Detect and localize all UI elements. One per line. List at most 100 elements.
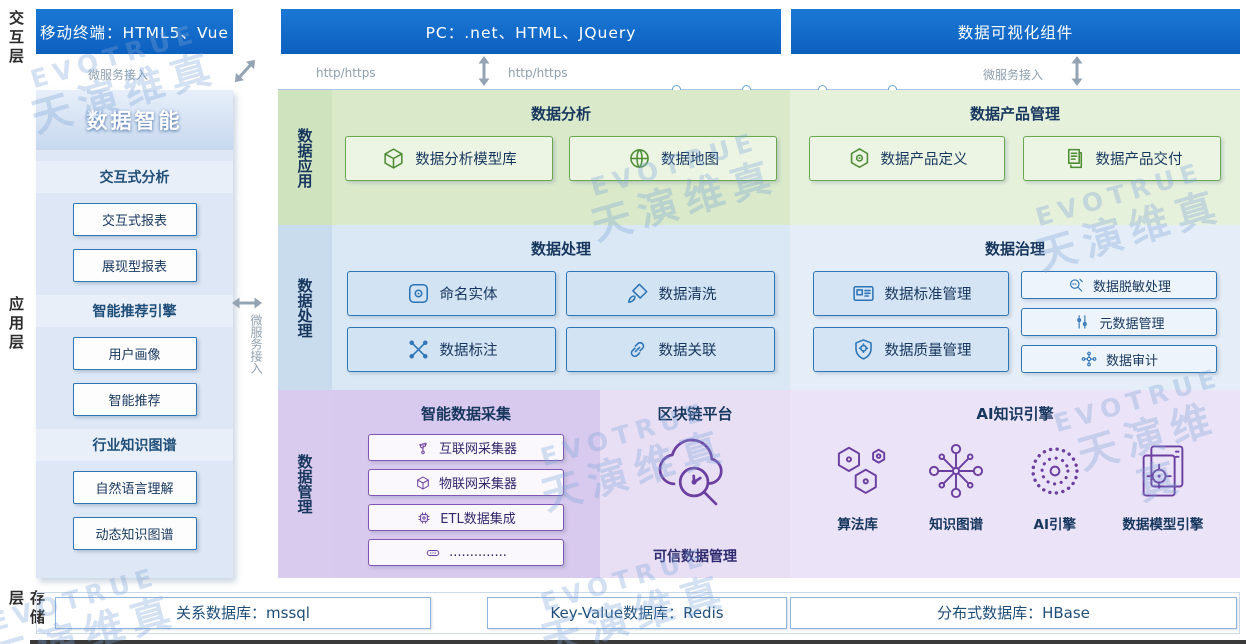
algorithm-library-item: 算法库 xyxy=(827,440,889,533)
etl-integration-box: ETL数据集成 xyxy=(368,504,564,531)
sidebar-item-smart-recommendation: 智能推荐 xyxy=(72,383,197,416)
data-masking-box: 数据脱敏处理 xyxy=(1021,271,1217,299)
globe-map-icon xyxy=(627,146,652,171)
layer-label-interaction: 交互层 xyxy=(7,10,25,67)
vertical-double-arrow-icon xyxy=(477,56,491,86)
main-top-border xyxy=(278,89,1240,90)
mobile-terminal-bar: 移动终端：HTML5、Vue xyxy=(36,9,233,54)
section-title: AI知识引擎 xyxy=(976,405,1054,423)
data-annotation-box: 数据标注 xyxy=(347,327,556,372)
microservice-access-label-side: 微服务接入 xyxy=(249,314,263,374)
box-label: 数据清洗 xyxy=(658,287,717,303)
data-processing-band: 数据处理 数据处理 命名实体 数据清洗 xyxy=(278,225,1240,390)
box-label: .............. xyxy=(449,545,507,560)
layer-label-application: 应用层 xyxy=(7,296,25,353)
section-title: 区块链平台 xyxy=(657,405,733,423)
document-stack-icon xyxy=(1062,146,1087,171)
section-title: 数据产品管理 xyxy=(969,105,1060,123)
data-cleaning-box: 数据清洗 xyxy=(566,271,775,316)
sidebar-item-interactive-report: 交互式报表 xyxy=(72,203,197,236)
link-icon xyxy=(625,337,650,362)
knowledge-graph-icon xyxy=(925,440,987,502)
storage-layer-row: 关系数据库：mssql Key-Value数据库：Redis 分布式数据库：HB… xyxy=(36,592,1240,634)
box-label: 数据脱敏处理 xyxy=(1092,279,1171,295)
box-label: 元数据管理 xyxy=(1099,316,1165,332)
data-application-band: 数据应用 数据分析 数据分析模型库 数据地图 数据产品管理 xyxy=(278,90,1240,225)
metadata-sliders-icon xyxy=(1073,313,1091,331)
blockchain-platform-section: 区块链平台 可信数据管理 xyxy=(600,390,790,578)
http-label-right: http/https xyxy=(508,66,568,80)
microservice-access-label-right: 微服务接入 xyxy=(983,68,1044,82)
box-label: 数据质量管理 xyxy=(884,343,972,359)
ai-item-label: 知识图谱 xyxy=(929,517,984,533)
sidebar-item-user-profile: 用户画像 xyxy=(72,337,197,370)
data-product-delivery-box: 数据产品交付 xyxy=(1023,136,1221,181)
algorithm-hexagons-icon xyxy=(827,440,889,502)
distributed-db-box: 分布式数据库：HBase xyxy=(790,597,1237,629)
sidebar-item-presentation-report: 展现型报表 xyxy=(72,249,197,282)
ai-item-label: 数据模型引擎 xyxy=(1122,517,1204,533)
trusted-cloud-search-icon xyxy=(648,430,742,514)
data-analysis-model-lib-box: 数据分析模型库 xyxy=(345,136,553,181)
layer-label-storage: 存储层 xyxy=(7,590,46,628)
data-model-engine-item: 数据模型引擎 xyxy=(1122,440,1203,533)
data-map-box: 数据地图 xyxy=(569,136,777,181)
audit-network-icon xyxy=(1080,350,1098,368)
diagonal-double-arrow-icon xyxy=(230,55,260,87)
data-governance-section: 数据治理 数据标准管理 数据质量管理 xyxy=(790,225,1240,390)
etl-chip-icon xyxy=(416,510,432,526)
box-label: 互联网采集器 xyxy=(438,442,517,457)
group-title: 交互式分析 xyxy=(36,161,233,193)
box-label: 数据产品交付 xyxy=(1095,152,1183,168)
band-side-label: 数据处理 xyxy=(278,225,332,390)
http-label-left: http/https xyxy=(316,66,376,80)
data-quality-management-box: 数据质量管理 xyxy=(813,327,1009,372)
group-title: 智能推荐引擎 xyxy=(36,295,233,327)
section-title: 数据治理 xyxy=(984,240,1045,258)
band-side-label: 数据管理 xyxy=(278,390,332,578)
data-product-management-section: 数据产品管理 数据产品定义 数据产品交付 xyxy=(790,90,1240,225)
section-title: 数据分析 xyxy=(530,105,591,123)
ai-item-label: AI引擎 xyxy=(1033,517,1077,533)
ai-item-label: 算法库 xyxy=(837,517,878,533)
data-model-engine-icon xyxy=(1132,440,1194,502)
data-standard-management-box: 数据标准管理 xyxy=(813,271,1009,316)
box-label: 物联网采集器 xyxy=(438,477,517,492)
named-entity-box: 命名实体 xyxy=(347,271,556,316)
bottom-edge-bar xyxy=(30,640,1246,644)
group-title: 行业知识图谱 xyxy=(36,429,233,461)
data-analysis-section: 数据分析 数据分析模型库 数据地图 xyxy=(332,90,790,225)
iot-collector-box: 物联网采集器 xyxy=(368,469,564,496)
more-collectors-box: .............. xyxy=(368,539,564,566)
trusted-data-management-label: 可信数据管理 xyxy=(653,549,737,565)
named-entity-icon xyxy=(406,281,431,306)
hexagon-gear-icon xyxy=(847,146,872,171)
box-label: 数据地图 xyxy=(661,152,719,168)
box-label: 命名实体 xyxy=(439,287,498,303)
section-title: 数据处理 xyxy=(530,240,591,258)
data-intelligence-panel: 数据智能 交互式分析 交互式报表 展现型报表 智能推荐引擎 用户画像 智能推荐 … xyxy=(36,90,233,578)
sidebar-group-recommendation-engine: 智能推荐引擎 用户画像 智能推荐 xyxy=(36,295,233,416)
data-management-band: 数据管理 智能数据采集 互联网采集器 物联网采集器 xyxy=(278,390,1240,578)
sidebar-group-industry-knowledge-graph: 行业知识图谱 自然语言理解 动态知识图谱 xyxy=(36,429,233,550)
internet-collector-box: 互联网采集器 xyxy=(368,434,564,461)
sidebar-item-nlu: 自然语言理解 xyxy=(72,471,197,504)
box-label: 数据标准管理 xyxy=(884,287,972,303)
standard-card-icon xyxy=(851,281,876,306)
horizontal-double-arrow-icon xyxy=(232,296,262,310)
key-value-db-box: Key-Value数据库：Redis xyxy=(487,597,787,629)
box-label: 数据审计 xyxy=(1105,353,1158,369)
metadata-management-box: 元数据管理 xyxy=(1021,308,1217,336)
data-processing-section: 数据处理 命名实体 数据清洗 xyxy=(332,225,790,390)
box-label: 数据关联 xyxy=(658,343,717,359)
clean-brush-icon xyxy=(625,281,650,306)
panel-title: 数据智能 xyxy=(36,90,233,150)
iot-collector-icon xyxy=(415,475,431,491)
box-label: ETL数据集成 xyxy=(440,512,516,527)
data-product-definition-box: 数据产品定义 xyxy=(809,136,1005,181)
ellipsis-icon xyxy=(425,545,441,561)
band-side-label: 数据应用 xyxy=(278,90,332,225)
sidebar-group-interactive-analysis: 交互式分析 交互式报表 展现型报表 xyxy=(36,161,233,282)
box-label: 数据标注 xyxy=(439,343,498,359)
